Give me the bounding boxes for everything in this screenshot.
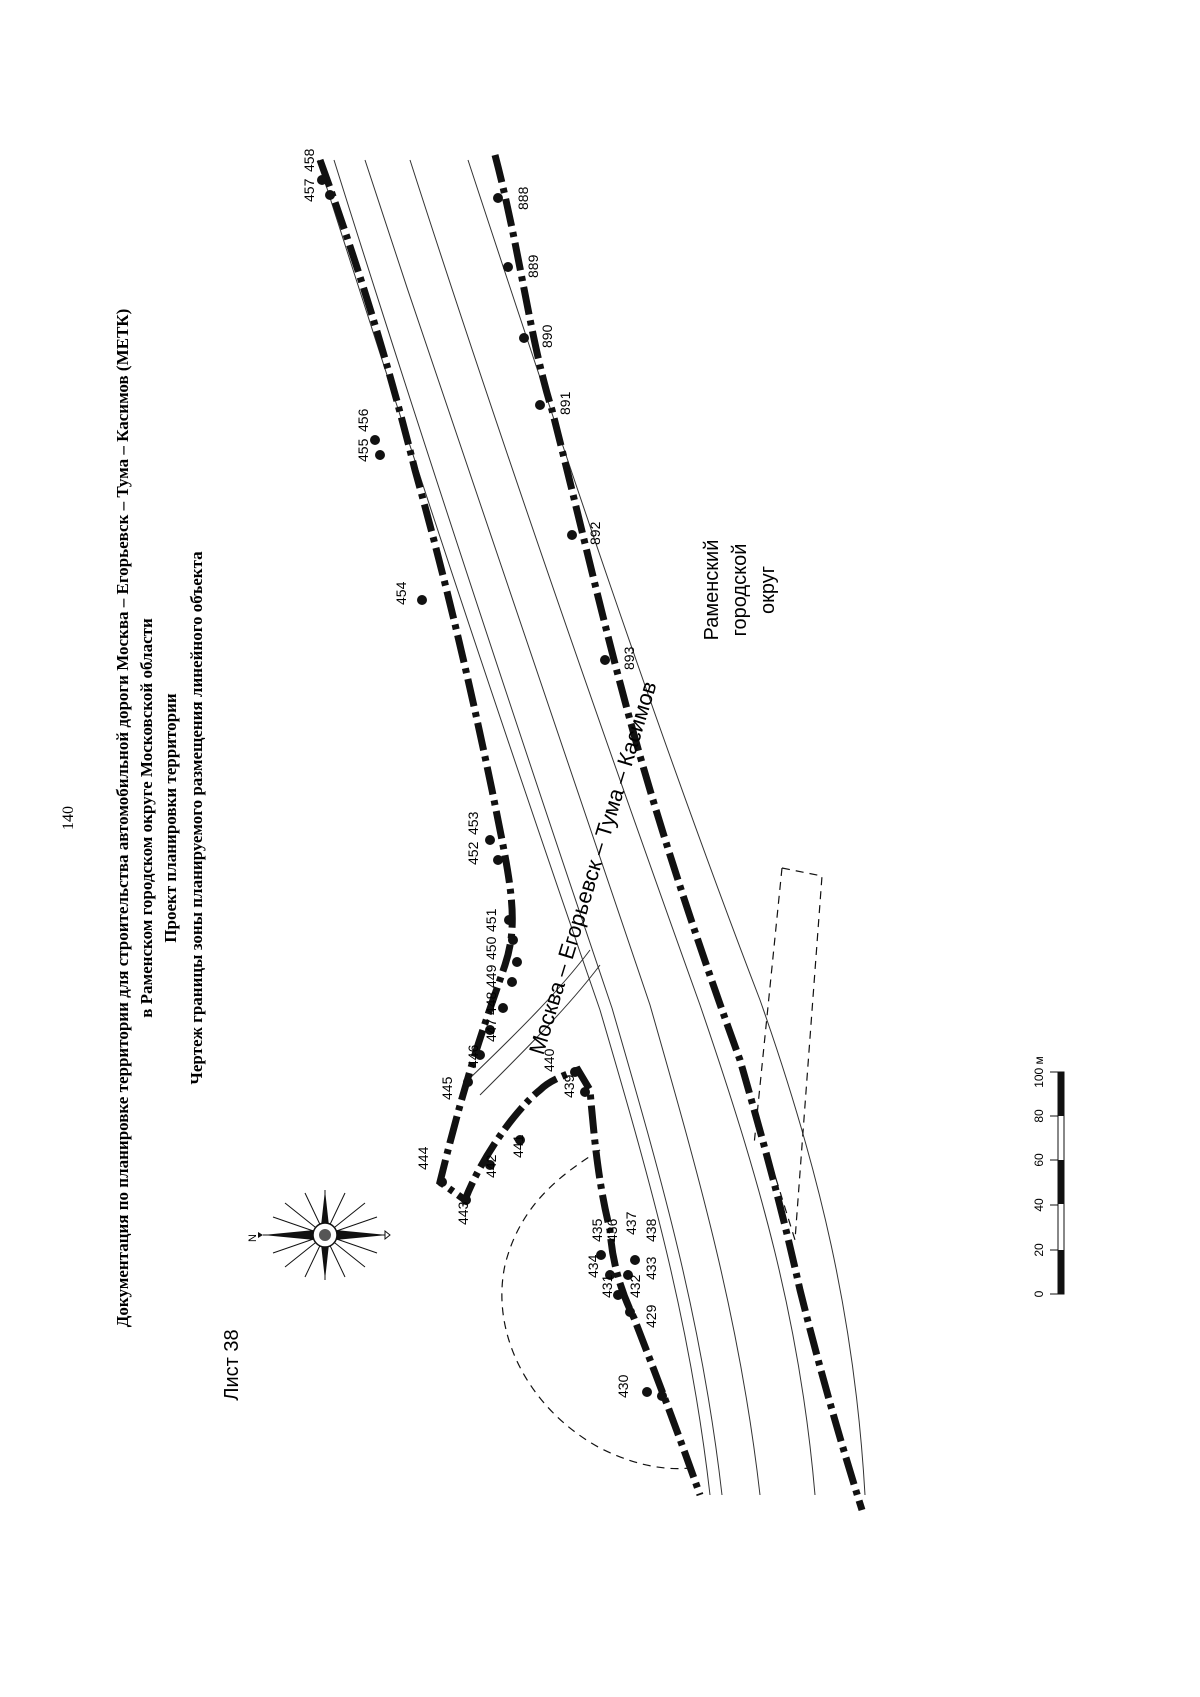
point-label: 450 [483, 936, 499, 960]
upper-point-labels: 457 458 455 456 454 452 453 451 450 449 … [301, 148, 577, 1225]
point-label: 451 [483, 908, 499, 932]
point-label: 447 [483, 1018, 499, 1042]
point-label: 441 [510, 1134, 526, 1158]
district-label: Раменский городской округ [701, 540, 779, 641]
district-label-line-1: Раменский [701, 540, 723, 641]
point-label: 890 [539, 324, 555, 348]
point-label: 432 [627, 1274, 643, 1298]
point-label: 439 [561, 1074, 577, 1098]
point-label: 888 [515, 186, 531, 210]
point-label: 433 [643, 1256, 659, 1280]
point-label: 435 [589, 1218, 605, 1242]
point-label: 889 [525, 254, 541, 278]
road-label: Москва – Егорьевск – Тума – Касимов [524, 678, 662, 1057]
compass-north-label: N [247, 1234, 259, 1242]
dashed-rectangle [753, 867, 823, 1241]
point-label: 429 [643, 1304, 659, 1328]
point-label: 453 [465, 811, 481, 835]
point-label: 437 [623, 1211, 639, 1235]
point-label: 892 [587, 521, 603, 545]
point-label: 449 [483, 964, 499, 988]
scale-tick-label: 80 [1032, 1109, 1046, 1123]
point-label: 452 [465, 841, 481, 865]
scale-tick-label: 100 м [1032, 1056, 1046, 1088]
point-label: 438 [643, 1218, 659, 1242]
dashed-area-boundary [501, 1149, 691, 1470]
point-label: 891 [557, 391, 573, 415]
point-label: 436 [604, 1218, 620, 1242]
point-label: 448 [483, 991, 499, 1015]
scale-bar: 0 20 40 60 80 100 м [1032, 1056, 1065, 1297]
point-label: 893 [621, 646, 637, 670]
scale-tick-label: 0 [1032, 1290, 1046, 1297]
header-line-4: Чертеж границы зоны планируемого размеще… [187, 551, 206, 1085]
point-label: 442 [483, 1154, 499, 1178]
point-label: 430 [615, 1374, 631, 1398]
point-label: 454 [393, 581, 409, 605]
point-label: 431 [599, 1274, 615, 1298]
page-number: 140 [60, 806, 77, 830]
point-label: 455 [355, 438, 371, 462]
upper-boundary-markers [317, 175, 667, 1401]
point-label: 440 [541, 1048, 557, 1072]
cluster-point-labels: 435 436 437 434 431 432 433 438 429 430 … [585, 1211, 659, 1398]
scale-tick-label: 60 [1032, 1153, 1046, 1167]
scale-tick-label: 20 [1032, 1243, 1046, 1257]
sheet-label: Лист 38 [221, 1329, 243, 1400]
lower-point-labels: 888 889 890 891 892 893 [515, 186, 637, 670]
header-line-2: в Раменском городском округе Московской … [137, 618, 156, 1018]
lower-boundary-markers [493, 193, 610, 665]
lower-boundary-line [491, 154, 866, 1512]
header-line-1: Документация по планировке территории дл… [113, 309, 132, 1328]
point-label: 458 [301, 148, 317, 172]
scale-tick-label: 40 [1032, 1198, 1046, 1212]
point-label: 434 [585, 1254, 601, 1278]
district-label-line-3: округ [757, 566, 779, 614]
header-line-3: Проект планировки территории [161, 693, 180, 943]
upper-boundary-line [316, 158, 704, 1497]
compass-rose-icon [258, 1190, 391, 1280]
district-label-line-2: городской [729, 544, 751, 637]
point-label: 445 [439, 1076, 455, 1100]
point-label: 456 [355, 408, 371, 432]
point-label: 444 [415, 1146, 431, 1170]
point-label: 457 [301, 178, 317, 202]
point-label: 443 [455, 1201, 471, 1225]
point-label: 446 [465, 1044, 481, 1068]
header: Документация по планировке территории дл… [113, 309, 206, 1328]
